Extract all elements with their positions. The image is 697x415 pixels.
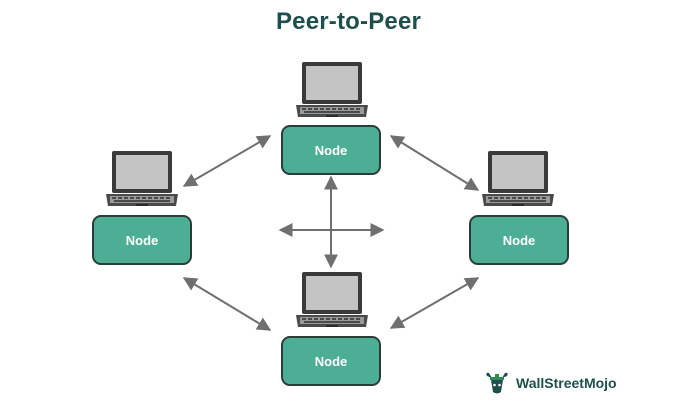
node-right: Node	[469, 215, 569, 265]
laptop-icon-top	[296, 62, 368, 117]
node-bottom: Node	[281, 336, 381, 386]
node-left: Node	[92, 215, 192, 265]
arrow-top-right	[389, 135, 480, 191]
laptop-icon-right	[482, 151, 554, 206]
node-top: Node	[281, 125, 381, 175]
connection-arrows	[182, 135, 480, 331]
laptop-icon-bottom	[296, 272, 368, 327]
laptop-icon-left	[106, 151, 178, 206]
arrow-bottom-right	[389, 277, 480, 329]
brand-name: WallStreetMojo	[516, 375, 617, 391]
arrow-left-bottom	[182, 277, 272, 331]
diagram-title: Peer-to-Peer	[275, 8, 422, 35]
brand-watermark: WallStreetMojo	[484, 368, 617, 398]
arrow-left-top	[182, 135, 272, 187]
bull-logo-icon	[486, 372, 508, 394]
